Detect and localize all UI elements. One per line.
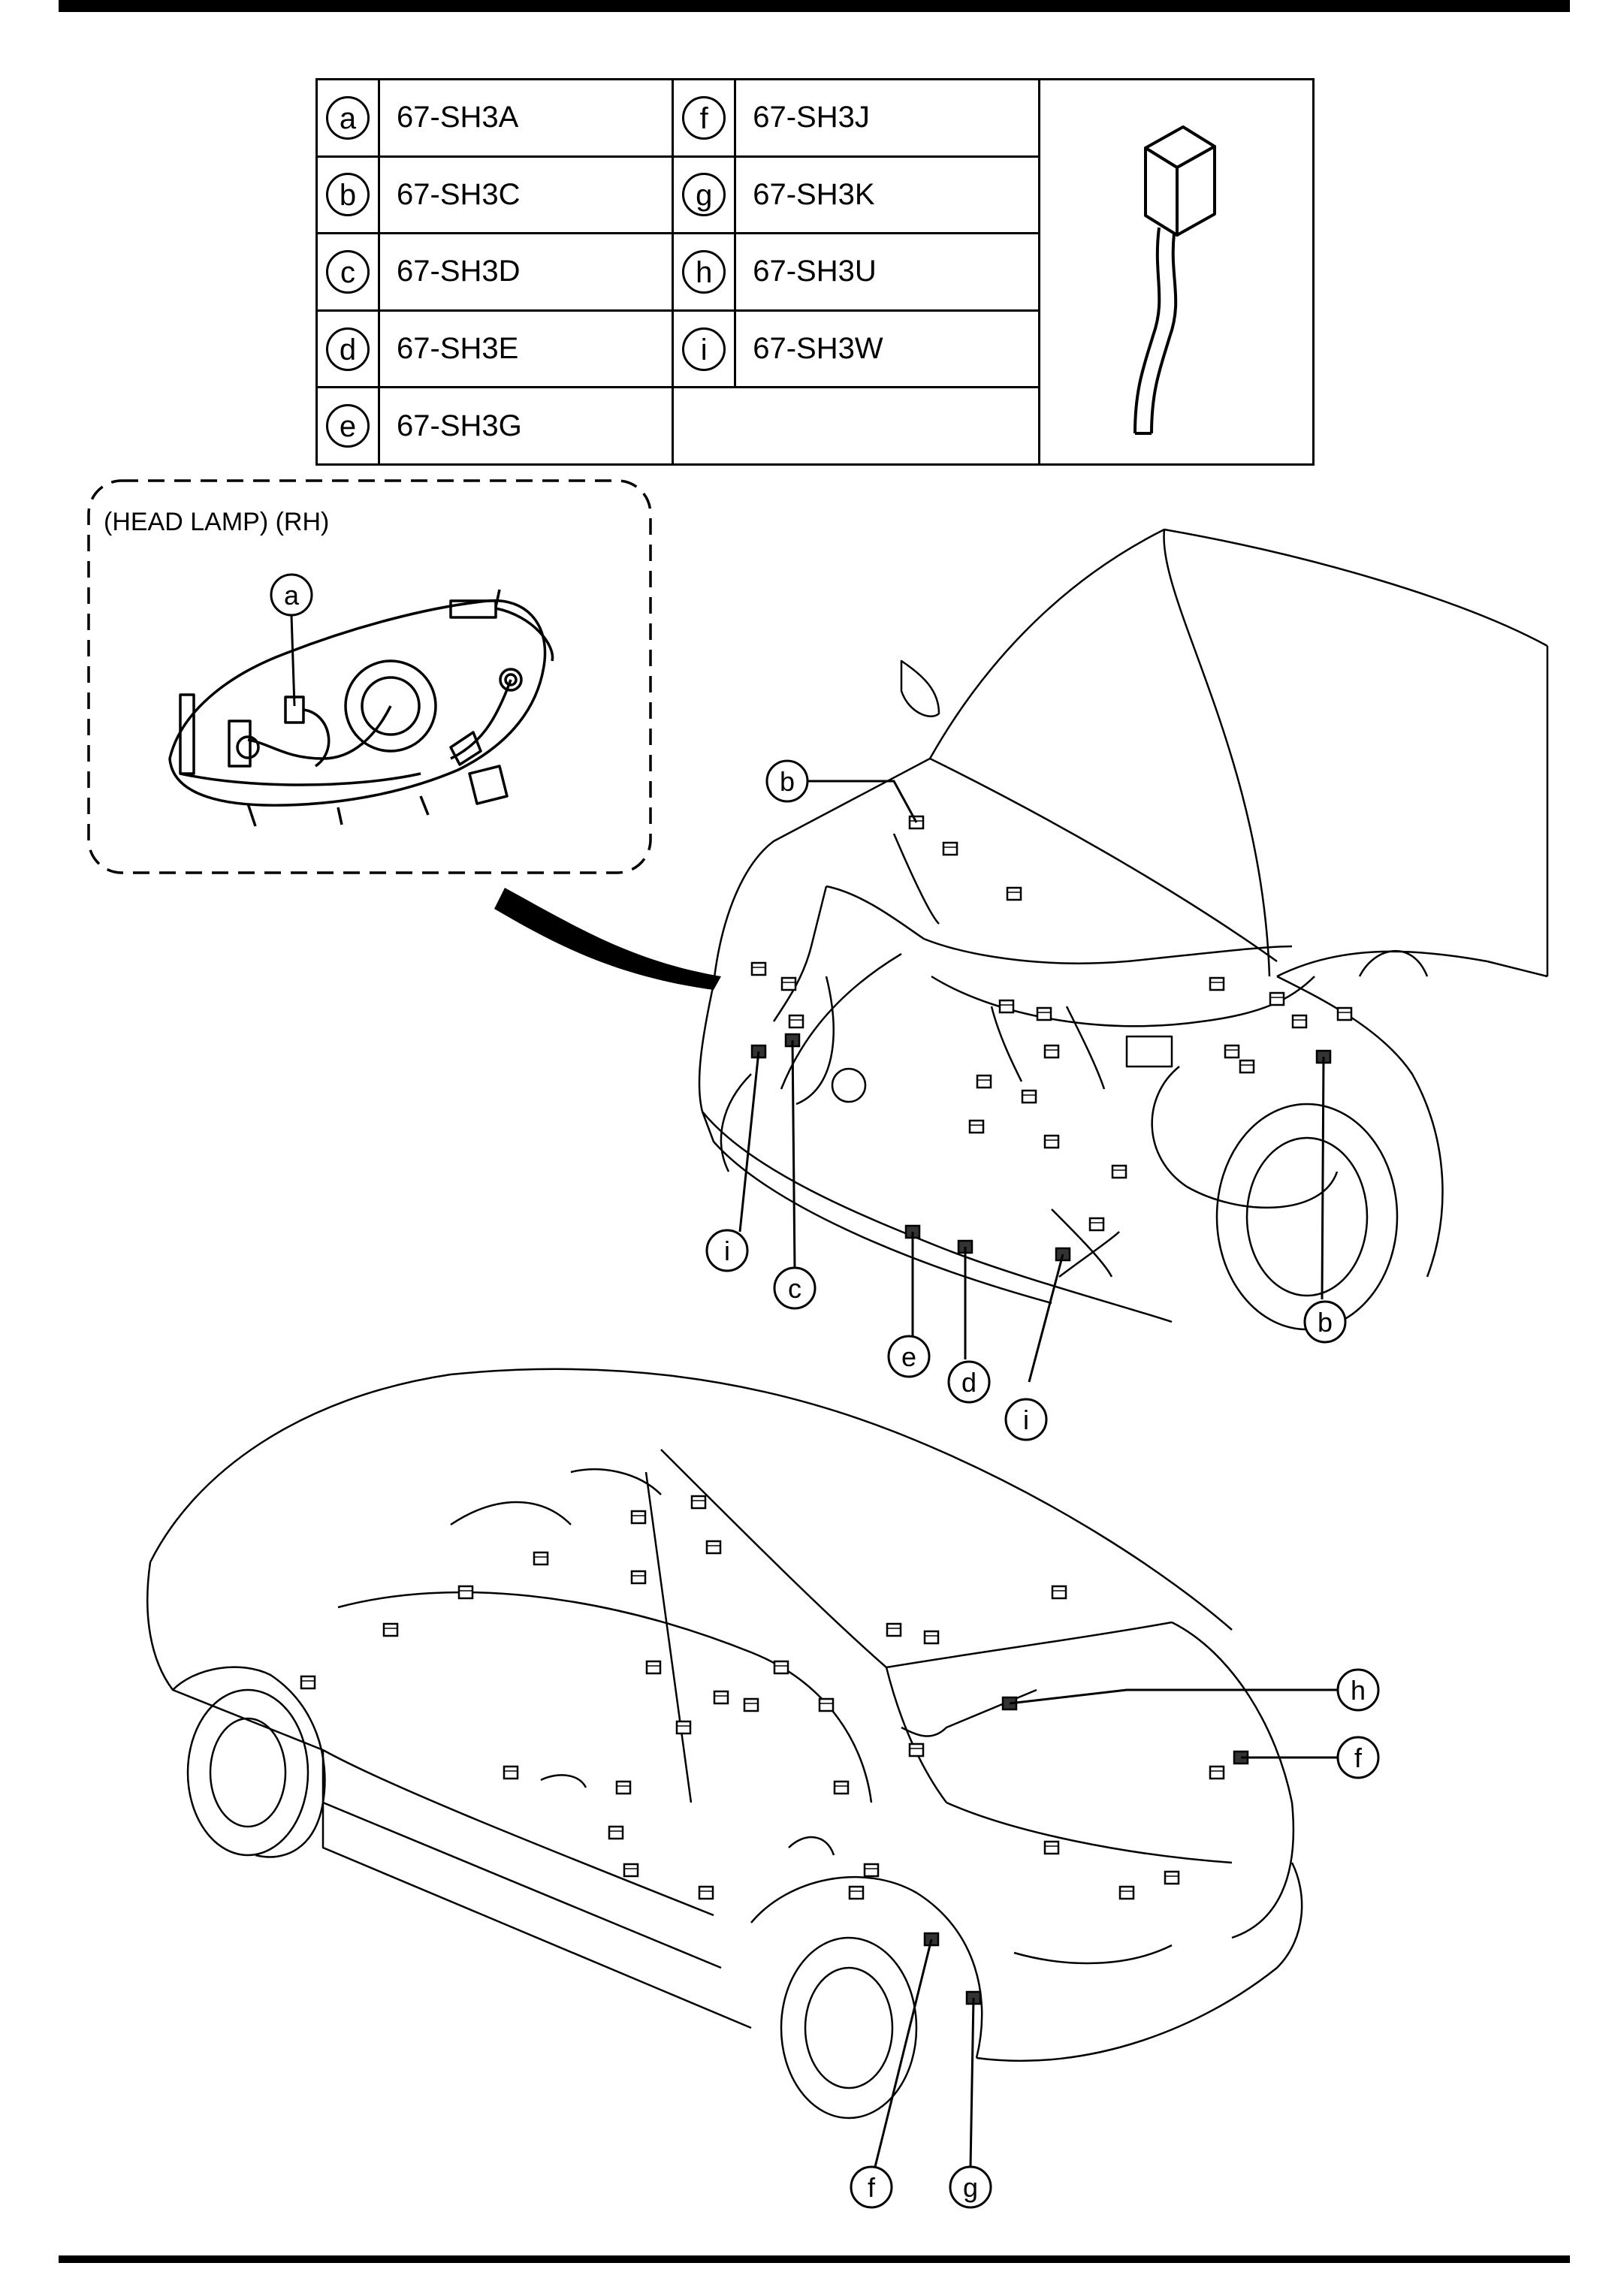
table-row: a 67-SH3A f 67-SH3J [315,78,1315,466]
svg-text:i: i [1023,1405,1029,1435]
callout-f: f [1336,1736,1380,1779]
callout-b: b [1303,1300,1347,1344]
headlamp-icon [168,589,554,827]
svg-text:f: f [868,2172,876,2203]
front-vehicle-drawing [698,528,1549,1331]
table-row: c 67-SH3D h 67-SH3U [315,232,1314,312]
part-letter: f [682,95,726,140]
svg-text:d: d [961,1367,977,1398]
callout-e: e [887,1335,931,1378]
connector-illustration [1038,78,1315,466]
part-letter: e [326,404,370,448]
head-lamp-inset: (HEAD LAMP) (RH) a [87,479,652,874]
callout-d: d [947,1360,991,1404]
front-leader-lines [738,780,1325,1383]
table-row: b 67-SH3C g 67-SH3K [315,155,1314,235]
part-code: 67-SH3C [377,155,675,235]
rear-leader-lines [874,1688,1337,2168]
bottom-rule [59,2255,1570,2263]
callout-h: h [1336,1668,1380,1712]
part-letter: b [326,173,370,217]
svg-text:b: b [780,766,795,797]
svg-text:a: a [284,580,300,611]
top-rule [59,0,1570,12]
table-row: d 67-SH3E i 67-SH3W [315,309,1314,389]
part-letter: c [326,249,370,294]
part-letter: g [682,173,726,217]
callout-i: i [1004,1398,1048,1441]
rear-vehicle-drawing [146,1368,1303,2120]
svg-text:h: h [1351,1675,1366,1706]
part-code: 67-SH3K [734,155,1040,235]
svg-text:c: c [788,1273,801,1304]
part-code: 67-SH3E [377,309,675,389]
part-code: 67-SH3D [377,232,675,312]
svg-text:b: b [1318,1307,1333,1338]
part-letter: d [326,327,370,371]
inset-pointer [494,888,721,990]
callout-f: f [850,2165,893,2209]
svg-text:g: g [963,2172,978,2203]
svg-text:f: f [1354,1742,1363,1773]
inset-title: (HEAD LAMP) (RH) [104,508,329,536]
part-code: 67-SH3U [734,232,1040,312]
callout-g: g [949,2165,992,2209]
rear-callouts: h f f g [850,1668,1380,2209]
part-letter: a [326,95,370,140]
part-code: 67-SH3G [377,386,675,466]
svg-text:i: i [724,1236,730,1266]
rear-connectors [300,1495,1249,2005]
callout-i: i [705,1229,749,1272]
part-letter: i [682,327,726,371]
svg-text:e: e [901,1341,916,1372]
front-callouts: b i c e d i b [705,759,1347,1441]
empty-cell [672,386,1040,466]
part-code: 67-SH3W [734,309,1040,389]
callout-c: c [773,1266,817,1310]
callout-b: b [765,759,809,803]
part-letter: h [682,249,726,294]
part-code: 67-SH3J [734,78,1040,158]
connector-icon [1133,125,1216,435]
part-code: 67-SH3A [377,78,675,158]
parts-table: a 67-SH3A f 67-SH3J b 67-SH3C g 67-SH3K … [315,78,1315,466]
table-row: e 67-SH3G [315,386,1314,466]
